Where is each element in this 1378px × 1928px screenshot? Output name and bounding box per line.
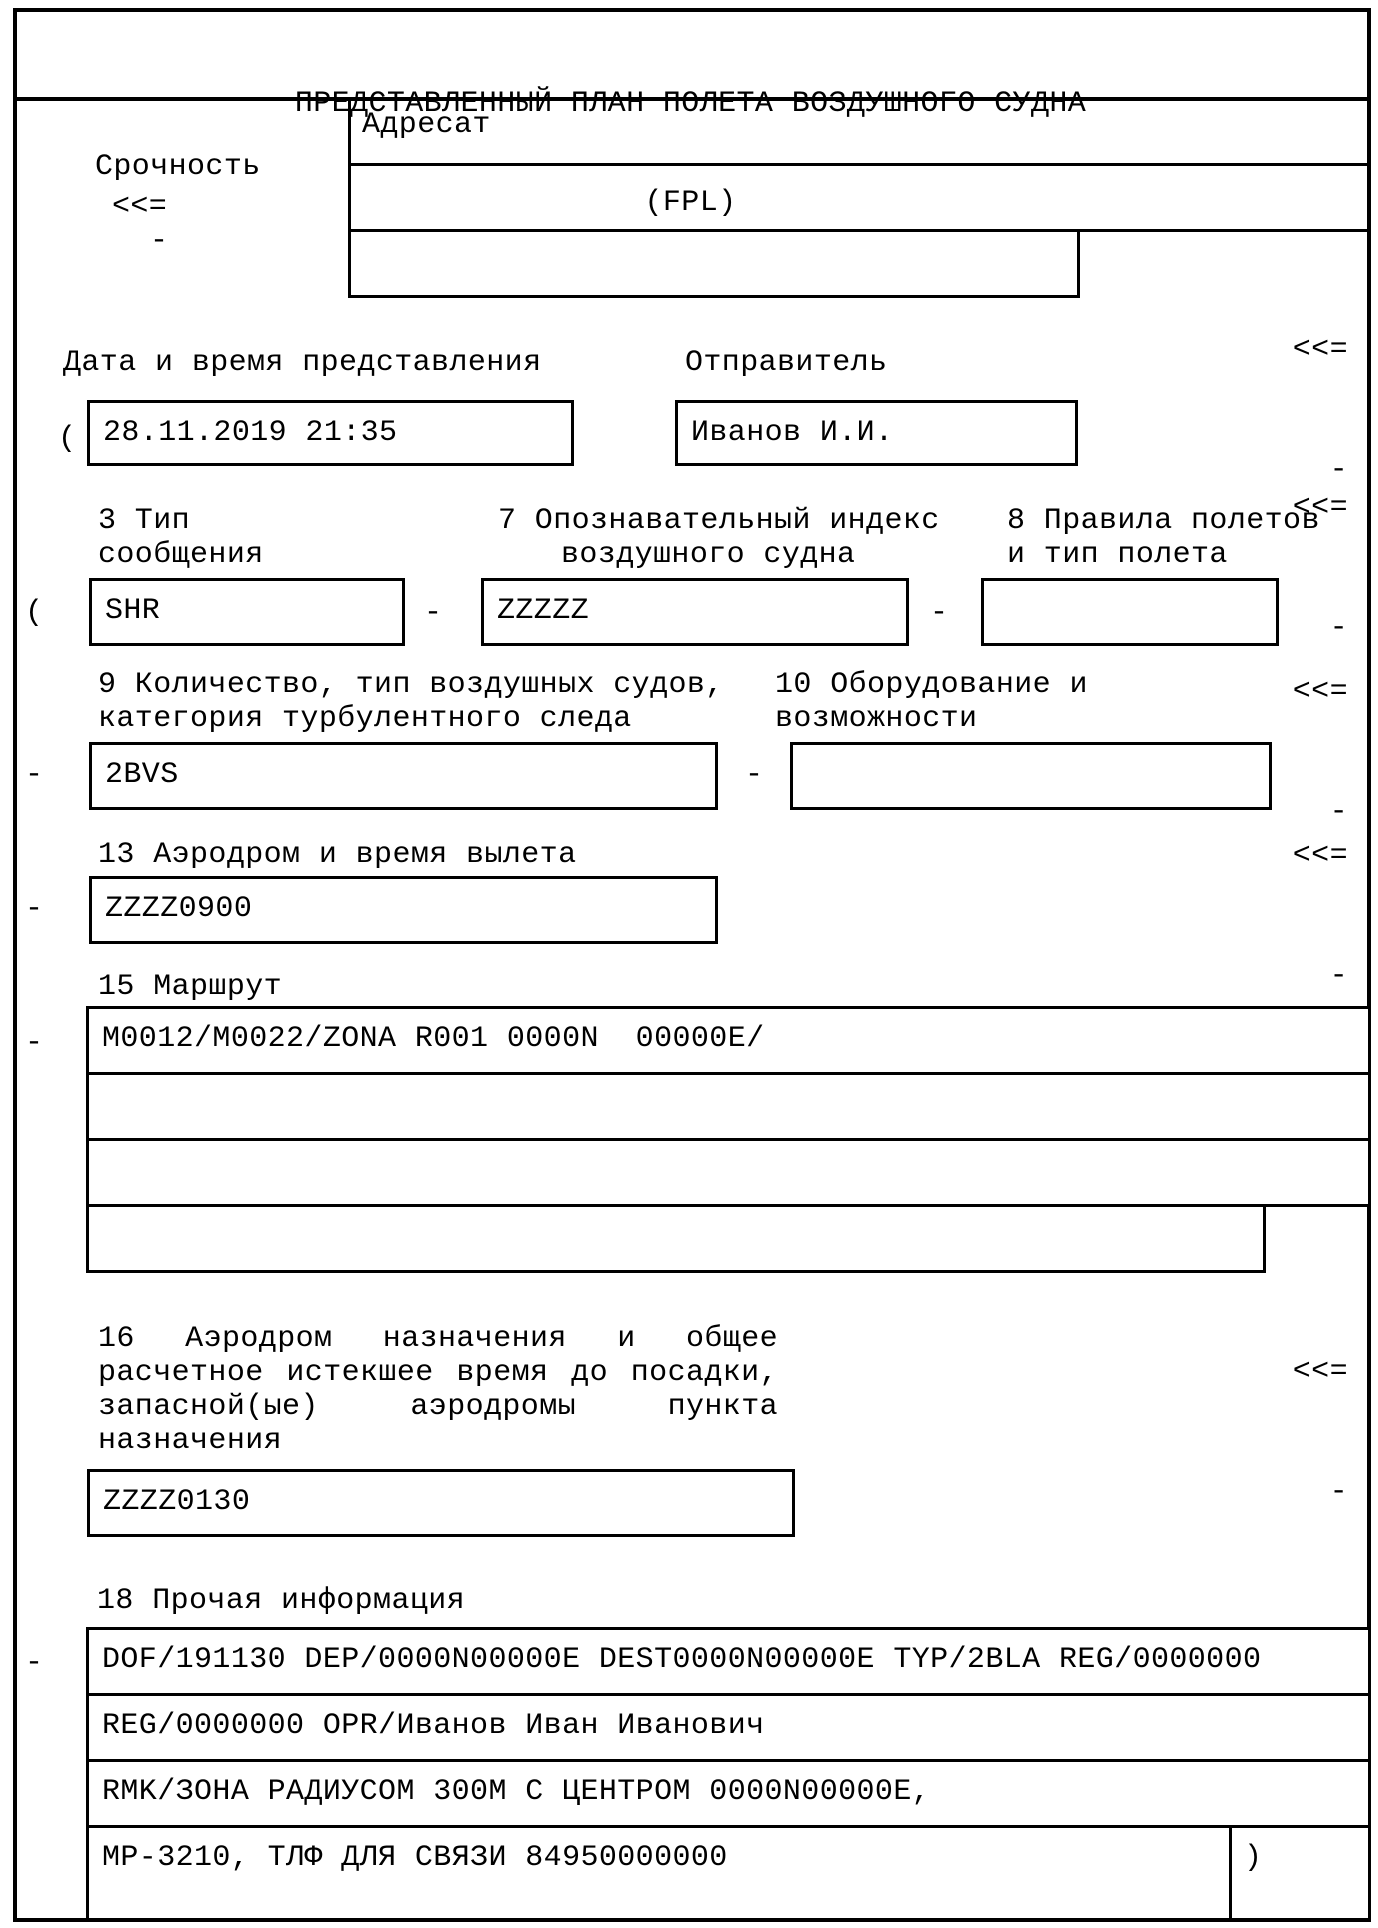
other-info-row-2[interactable]: REG/0000000 OPR/Иванов Иван Иванович: [86, 1693, 1371, 1762]
message-type-field[interactable]: SHR: [89, 578, 405, 646]
field-separator-dash-3: -: [745, 758, 764, 792]
destination-aerodrome-field[interactable]: ZZZZ0130: [87, 1469, 795, 1537]
field18-label: 18 Прочая информация: [97, 1584, 466, 1618]
close-paren-marker: ): [1244, 1841, 1263, 1875]
field-separator-dash-2: -: [930, 596, 949, 630]
submission-datetime-field[interactable]: 28.11.2019 21:35: [87, 400, 574, 466]
field9-label-line2: категория турбулентного следа: [98, 702, 632, 736]
gutter-dash-marker-3: -: [25, 1026, 44, 1060]
message-close-cell: ): [1229, 1828, 1368, 1918]
field15-label: 15 Маршрут: [98, 970, 283, 1004]
dash-marker: -: [1329, 611, 1348, 645]
addressee-row3-bottom-line: [348, 295, 1080, 298]
dash-marker: -: [1329, 453, 1348, 487]
submission-label: Дата и время представления: [63, 346, 542, 380]
title-divider: [13, 97, 1371, 101]
arrow-marker: <<=: [1274, 1920, 1348, 1928]
line-end-marker-field10: <<= -: [1274, 756, 1348, 1076]
other-info-row-3[interactable]: RMK/ЗОНА РАДИУСОМ 300М С ЦЕНТРОМ 0000N00…: [86, 1759, 1371, 1828]
addressee-left-line: [348, 97, 351, 298]
other-info-row-1[interactable]: DOF/191130 DEP/0000N00000E DEST0000N0000…: [86, 1627, 1371, 1696]
arrow-marker: <<=: [1292, 675, 1348, 709]
equipment-field[interactable]: [790, 742, 1272, 810]
urgency-label: Срочность: [95, 150, 261, 184]
field-separator-dash-1: -: [424, 596, 443, 630]
field10-label-line1: 10 Оборудование и: [775, 668, 1088, 702]
page-title-line1: ПРЕДСТАВЛЕННЫЙ ПЛАН ПОЛЕТА ВОЗДУШНОГО СУ…: [294, 87, 1087, 121]
field7-label-line1: 7 Опознавательный индекс: [498, 504, 940, 538]
gutter-dash-marker-1: -: [25, 758, 44, 792]
route-row-1[interactable]: M0012/M0022/ZONA R001 0000N 00000E/: [86, 1006, 1371, 1075]
line-end-marker-submission: <<= -: [1274, 408, 1348, 728]
border-right: [1367, 8, 1371, 1922]
dash-marker: -: [1329, 959, 1348, 993]
open-paren-marker-1: (: [58, 422, 77, 456]
dash-marker: -: [1329, 795, 1348, 829]
field9-label-line1: 9 Количество, тип воздушных судов,: [98, 668, 724, 702]
aircraft-number-type-field[interactable]: 2BVS: [89, 742, 718, 810]
field8-label-line2: и тип полета: [1007, 538, 1228, 572]
field8-label-line1: 8 Правила полетов: [1007, 504, 1320, 538]
other-info-row-4-text[interactable]: МР-3210, ТЛФ ДЛЯ СВЯЗИ 84950000000: [102, 1841, 728, 1875]
flight-rules-field[interactable]: [981, 578, 1279, 646]
line-end-marker-addressee: <<= -: [1274, 250, 1348, 570]
route-field-group: M0012/M0022/ZONA R001 0000N 00000E/: [86, 1006, 1371, 1273]
arrow-marker: <<=: [1292, 333, 1348, 367]
field16-label: 16 Аэродром назначения и общее расчетное…: [98, 1322, 778, 1458]
field3-label-line2: сообщения: [98, 538, 264, 572]
addressee-input-row2[interactable]: [362, 168, 1362, 226]
addressee-label: Адресат: [362, 108, 491, 142]
line-end-marker-route: <<= -: [1274, 1272, 1348, 1592]
aircraft-id-field[interactable]: ZZZZZ: [481, 578, 909, 646]
gutter-dash-marker-2: -: [25, 892, 44, 926]
dash-marker: -: [1329, 1475, 1348, 1509]
route-row-4[interactable]: [86, 1204, 1266, 1273]
open-paren-marker-2: (: [25, 596, 44, 630]
field3-label-line1: 3 Тип: [98, 504, 191, 538]
arrow-marker: <<=: [1292, 491, 1348, 525]
field7-label-line2: воздушного судна: [561, 538, 856, 572]
sender-field[interactable]: Иванов И.И.: [675, 400, 1078, 466]
addressee-row3-right-line: [1077, 229, 1080, 298]
addressee-divider-1: [348, 163, 1371, 166]
field13-label: 13 Аэродром и время вылета: [98, 838, 577, 872]
border-left: [13, 8, 17, 1922]
addressee-input-row3[interactable]: [362, 234, 1062, 292]
urgency-dash-marker: -: [150, 224, 169, 258]
line-end-marker-field8: <<= -: [1274, 592, 1348, 912]
arrow-marker: <<=: [1292, 839, 1348, 873]
page-title: ПРЕДСТАВЛЕННЫЙ ПЛАН ПОЛЕТА ВОЗДУШНОГО СУ…: [13, 22, 1368, 286]
page-title-line2: (FPL): [644, 186, 737, 220]
route-row-2[interactable]: [86, 1072, 1371, 1141]
addressee-divider-2: [348, 229, 1371, 232]
departure-aerodrome-time-field[interactable]: ZZZZ0900: [89, 876, 718, 944]
arrow-marker: <<=: [1292, 1355, 1348, 1389]
other-info-row-4: МР-3210, ТЛФ ДЛЯ СВЯЗИ 84950000000 ): [86, 1825, 1371, 1921]
border-top: [13, 8, 1371, 12]
route-row-3[interactable]: [86, 1138, 1371, 1207]
urgency-arrow-marker: <<=: [112, 190, 168, 224]
gutter-dash-marker-4: -: [25, 1646, 44, 1680]
field10-label-line2: возможности: [775, 702, 978, 736]
other-info-field-group: DOF/191130 DEP/0000N00000E DEST0000N0000…: [86, 1627, 1371, 1921]
line-end-marker-other-info: <<= -: [1274, 1840, 1348, 1928]
sender-label: Отправитель: [685, 346, 888, 380]
